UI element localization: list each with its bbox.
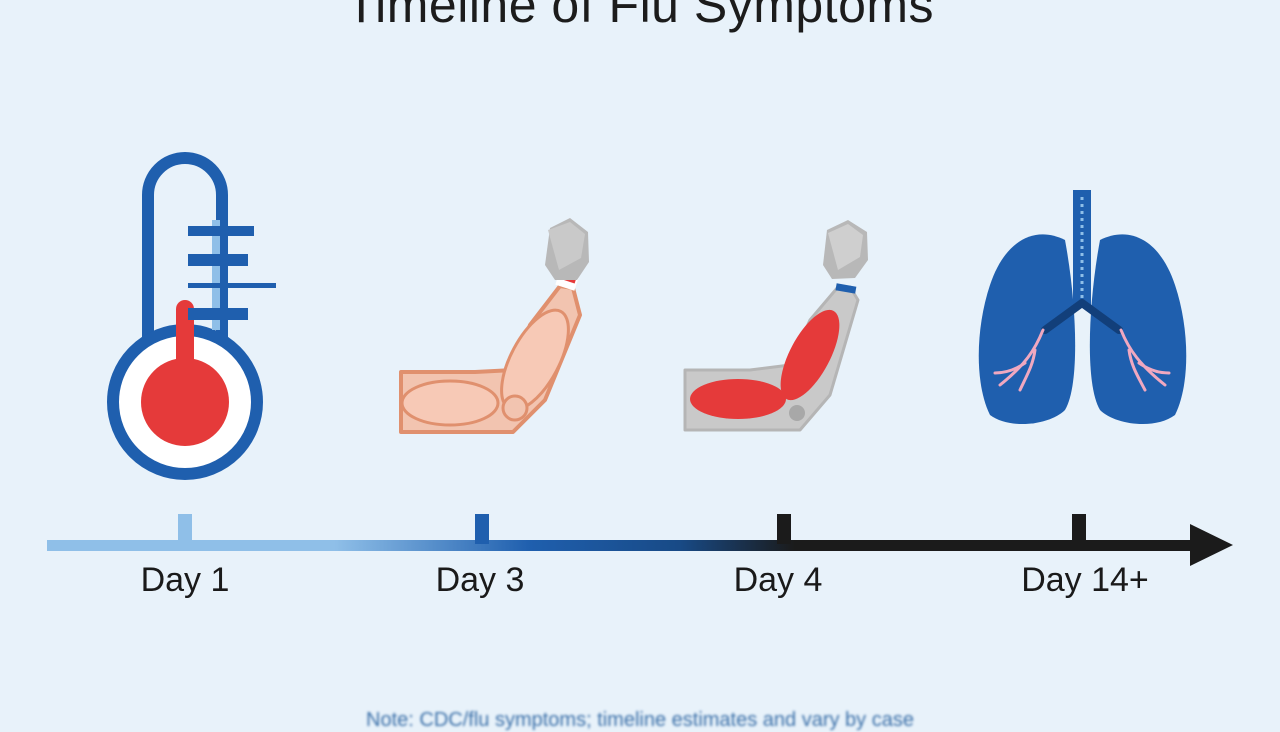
day-label-day3: Day 3	[435, 561, 525, 599]
timeline-tick-day14	[1072, 514, 1086, 544]
footnote: Note: CDC/flu symptoms; timeline estimat…	[366, 709, 914, 731]
timeline-tick-day4	[777, 514, 791, 544]
arm-muscle-ache-icon	[683, 220, 868, 432]
page-title: Timeline of Flu Symptoms	[345, 0, 935, 33]
arm-muscle-icon	[399, 218, 589, 434]
lungs-icon	[978, 190, 1187, 425]
day-label-day14: Day 14+	[1021, 561, 1149, 599]
thermometer-icon	[107, 152, 276, 480]
day-label-day1: Day 1	[140, 561, 230, 599]
timeline-tick-day1	[178, 514, 192, 544]
day-label-day4: Day 4	[733, 561, 823, 599]
timeline-tick-day3	[475, 514, 489, 544]
timeline-axis	[47, 514, 1233, 566]
